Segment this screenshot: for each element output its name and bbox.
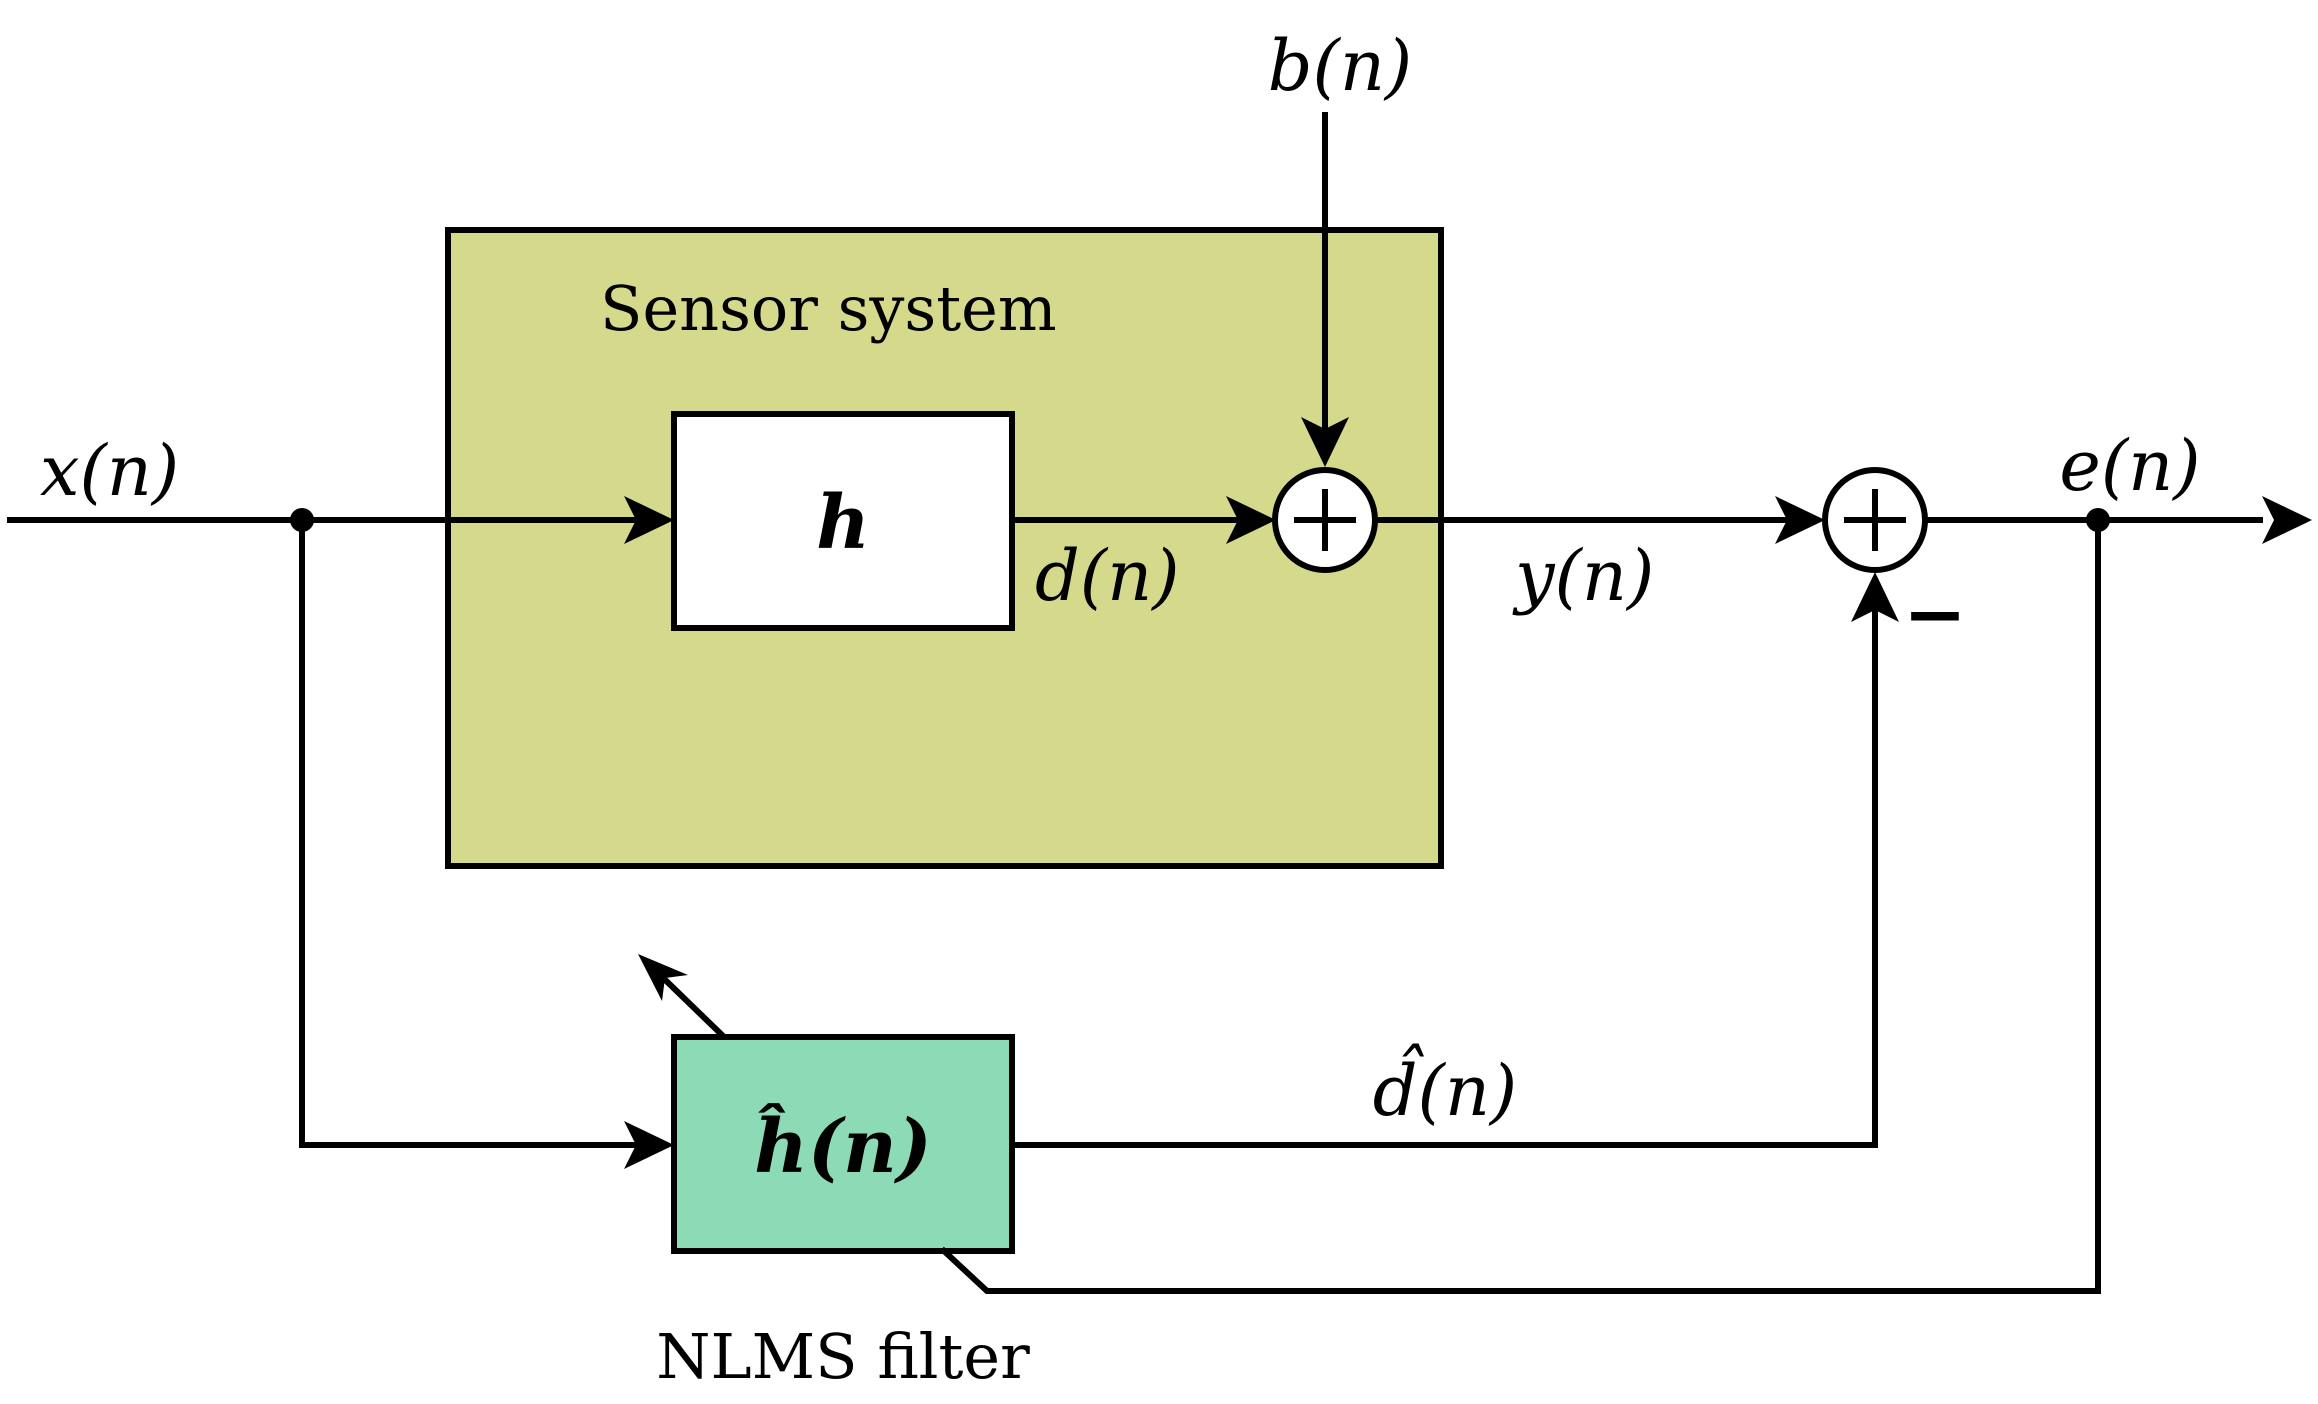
nlms-filter-caption: NLMS filter <box>656 1320 1030 1393</box>
input-label: x(n) <box>40 430 179 512</box>
error-label: e(n) <box>2059 425 2200 507</box>
error-feedback-line <box>939 517 2101 1294</box>
arrowhead-error-out <box>2262 496 2312 544</box>
sensor-system-label: Sensor system <box>600 272 1057 345</box>
true-filter-block <box>671 411 1015 631</box>
true-filter-label: h <box>816 480 870 566</box>
estimate-label: d̂(n) <box>1373 1044 1518 1132</box>
arrowhead-to-error-summer <box>1775 496 1825 544</box>
arrowhead-noise <box>1301 417 1349 467</box>
arrowhead-to-h <box>624 496 674 544</box>
output-label: y(n) <box>1512 535 1654 617</box>
adaptation-arrow-shaft <box>650 965 727 1040</box>
adaptive-filter-label: ĥ(n) <box>754 1102 932 1190</box>
arrowhead-to-noise-summer <box>1226 496 1276 544</box>
arrowhead-to-nlms <box>624 1121 674 1169</box>
desired-label: d(n) <box>1035 535 1180 617</box>
input-to-nlms-line <box>299 517 663 1148</box>
noise-label: b(n) <box>1268 25 1413 107</box>
estimate-line <box>1009 587 1878 1148</box>
nlms-filter-block <box>671 1034 1015 1254</box>
arrowhead-estimate-up <box>1851 572 1899 622</box>
minus-sign: − <box>1903 569 1967 658</box>
adaptation-arrow-head <box>638 954 688 1001</box>
